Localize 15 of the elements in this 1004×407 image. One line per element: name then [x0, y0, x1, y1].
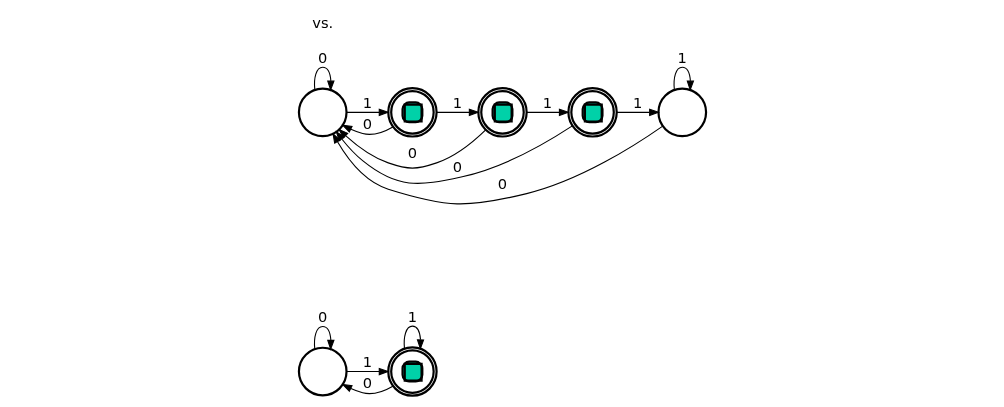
edge-label: 0: [317, 308, 327, 326]
edge-label: 0: [362, 374, 372, 392]
edge-label: 0: [452, 158, 462, 176]
edge-label: 1: [362, 353, 372, 371]
edge-label: 0: [362, 115, 372, 133]
label: vs.: [311, 14, 333, 32]
edge-label: 1: [542, 93, 552, 111]
edge-label: 0: [317, 48, 327, 66]
edge-label: 1: [452, 93, 462, 111]
edge-label: 1: [677, 48, 687, 66]
edge-label: 1: [632, 93, 642, 111]
edge-label: 1: [362, 93, 372, 111]
edge-label: 1: [407, 307, 417, 325]
edge-label: 0: [407, 144, 417, 162]
edge-label: 0: [497, 175, 507, 193]
